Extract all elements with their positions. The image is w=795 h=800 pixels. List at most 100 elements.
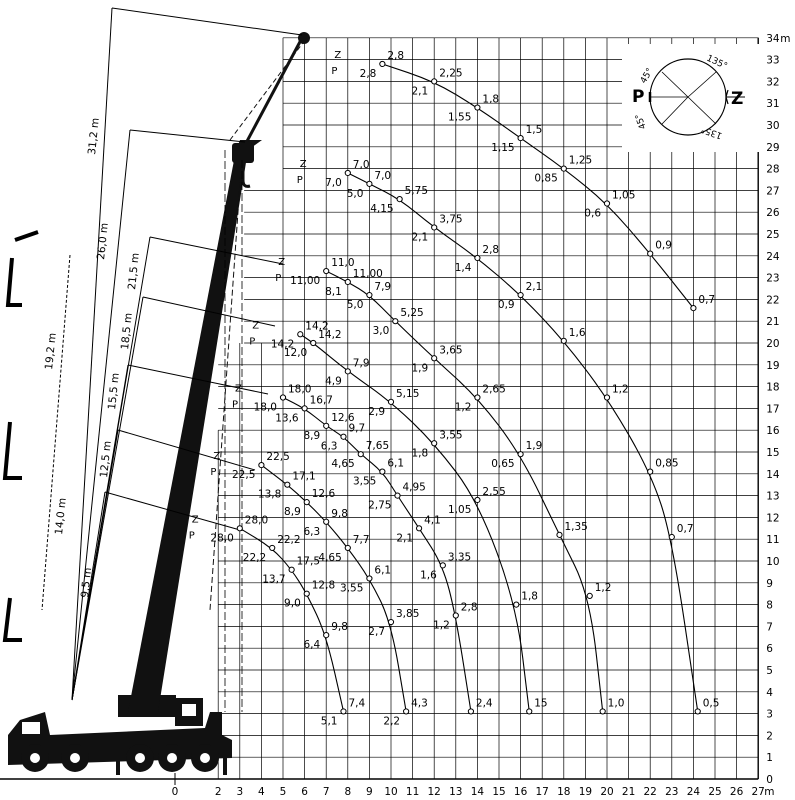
load-point xyxy=(340,433,347,440)
slew-marker-z: Z xyxy=(731,89,743,109)
load-value-z: 1,9 xyxy=(526,440,543,452)
load-point xyxy=(387,398,395,405)
boom-label-9-5: 9,5 m xyxy=(79,567,94,598)
load-value-z: 2,1 xyxy=(526,281,543,293)
x-tick-label: 27 xyxy=(752,786,765,798)
boom-label-18-5: 18,5 m xyxy=(119,312,135,350)
x-tick-label: 6 xyxy=(301,786,308,798)
load-value-z: 11,00 xyxy=(353,268,383,280)
load-value-p: 5,0 xyxy=(347,188,364,200)
load-value-z: 9,8 xyxy=(331,508,348,520)
curve-marker-z: Z xyxy=(278,257,285,268)
load-value-z: 7,7 xyxy=(353,534,370,546)
load-value-p: 1,55 xyxy=(448,112,471,124)
load-curve xyxy=(325,270,604,712)
load-point xyxy=(323,518,330,525)
load-value-z: 14,2 xyxy=(318,329,341,341)
y-tick-label: 2 xyxy=(766,730,773,742)
load-value-z: 2,8 xyxy=(482,244,499,256)
load-value-z: 17,5 xyxy=(297,556,320,568)
load-point xyxy=(344,169,351,177)
y-tick-label: 27 xyxy=(766,185,779,197)
load-value-z: 9,8 xyxy=(331,621,348,633)
load-point xyxy=(297,331,304,338)
load-value-p: 1,8 xyxy=(411,447,428,459)
load-value-p: 1,2 xyxy=(455,402,472,414)
load-point xyxy=(599,708,606,715)
load-point xyxy=(415,525,423,532)
load-value-z: 6,1 xyxy=(387,458,404,470)
x-tick-label: 23 xyxy=(665,786,678,798)
y-tick-label: 19 xyxy=(766,360,779,372)
load-point xyxy=(379,60,386,68)
load-point xyxy=(474,104,481,111)
load-point xyxy=(323,267,330,275)
load-value-z: 1,2 xyxy=(595,582,612,594)
x-tick-label: 17 xyxy=(536,786,549,798)
load-value-p: 4,65 xyxy=(318,552,341,564)
load-point xyxy=(431,78,438,85)
curve-marker-z: Z xyxy=(300,159,307,170)
load-value-z: 2,8 xyxy=(387,50,404,62)
boom-label-12-5: 12,5 m xyxy=(98,440,114,478)
load-value-p: 13,6 xyxy=(275,412,299,424)
x-tick-label: 0 xyxy=(172,786,179,798)
load-point xyxy=(556,531,563,538)
load-value-p: 2,7 xyxy=(368,626,385,638)
curve-marker-p: P xyxy=(331,66,337,77)
y-tick-label: 15 xyxy=(766,447,779,459)
curve-marker-p: P xyxy=(249,336,255,347)
x-tick-label: 2 xyxy=(215,786,222,798)
boom-label-26-0: 26,0 m xyxy=(95,222,111,260)
load-point xyxy=(357,451,364,458)
load-value-p: 1,4 xyxy=(455,262,472,274)
load-value-p: 7,0 xyxy=(325,177,342,189)
x-tick-label: 8 xyxy=(344,786,351,798)
y-tick-label: 33 xyxy=(766,55,779,67)
y-tick-label: 5 xyxy=(766,665,773,677)
load-point xyxy=(431,224,438,231)
load-point xyxy=(340,708,347,715)
load-value-z: 2,25 xyxy=(439,67,462,79)
load-point xyxy=(603,394,611,401)
load-point xyxy=(474,496,481,504)
load-value-p: 4,9 xyxy=(325,375,342,387)
x-tick-label: 16 xyxy=(514,786,528,798)
y-tick-label: 6 xyxy=(766,643,773,655)
x-tick-label: 4 xyxy=(258,786,265,798)
load-value-p: 12,0 xyxy=(284,347,307,359)
load-point xyxy=(431,440,438,447)
load-value-z: 16,7 xyxy=(310,394,333,406)
load-point xyxy=(467,708,475,715)
load-curve xyxy=(347,172,699,712)
load-value-p: 13,7 xyxy=(262,574,285,586)
load-point xyxy=(344,544,351,552)
x-tick-label: 26 xyxy=(730,786,744,798)
load-point xyxy=(513,601,520,608)
curve-marker-p: P xyxy=(210,467,216,478)
load-value-z: 0,85 xyxy=(655,458,678,470)
y-tick-label: 4 xyxy=(766,687,773,699)
load-value-z: 12,6 xyxy=(331,412,355,424)
y-tick-label: 23 xyxy=(766,273,779,285)
load-value-z: 3,75 xyxy=(439,213,462,225)
load-value-p: 8,9 xyxy=(284,506,301,518)
load-point xyxy=(366,291,373,299)
curve-marker-z: Z xyxy=(235,384,242,395)
load-point xyxy=(323,422,330,429)
hook-block xyxy=(232,32,310,188)
load-point xyxy=(517,291,524,299)
load-point xyxy=(517,134,524,142)
curve-marker-p: P xyxy=(297,175,303,186)
y-tick-label: 25 xyxy=(766,229,779,241)
load-point xyxy=(403,708,410,715)
load-value-z: 12,6 xyxy=(312,488,336,500)
load-value-p: 2,1 xyxy=(411,231,428,243)
y-tick-label: 22 xyxy=(766,294,779,306)
curve-marker-p: P xyxy=(232,400,238,411)
x-tick-label: 25 xyxy=(708,786,721,798)
curve-marker-z: Z xyxy=(334,50,341,61)
load-value-z: 1,5 xyxy=(526,124,543,136)
load-value-z: 15 xyxy=(534,697,547,709)
